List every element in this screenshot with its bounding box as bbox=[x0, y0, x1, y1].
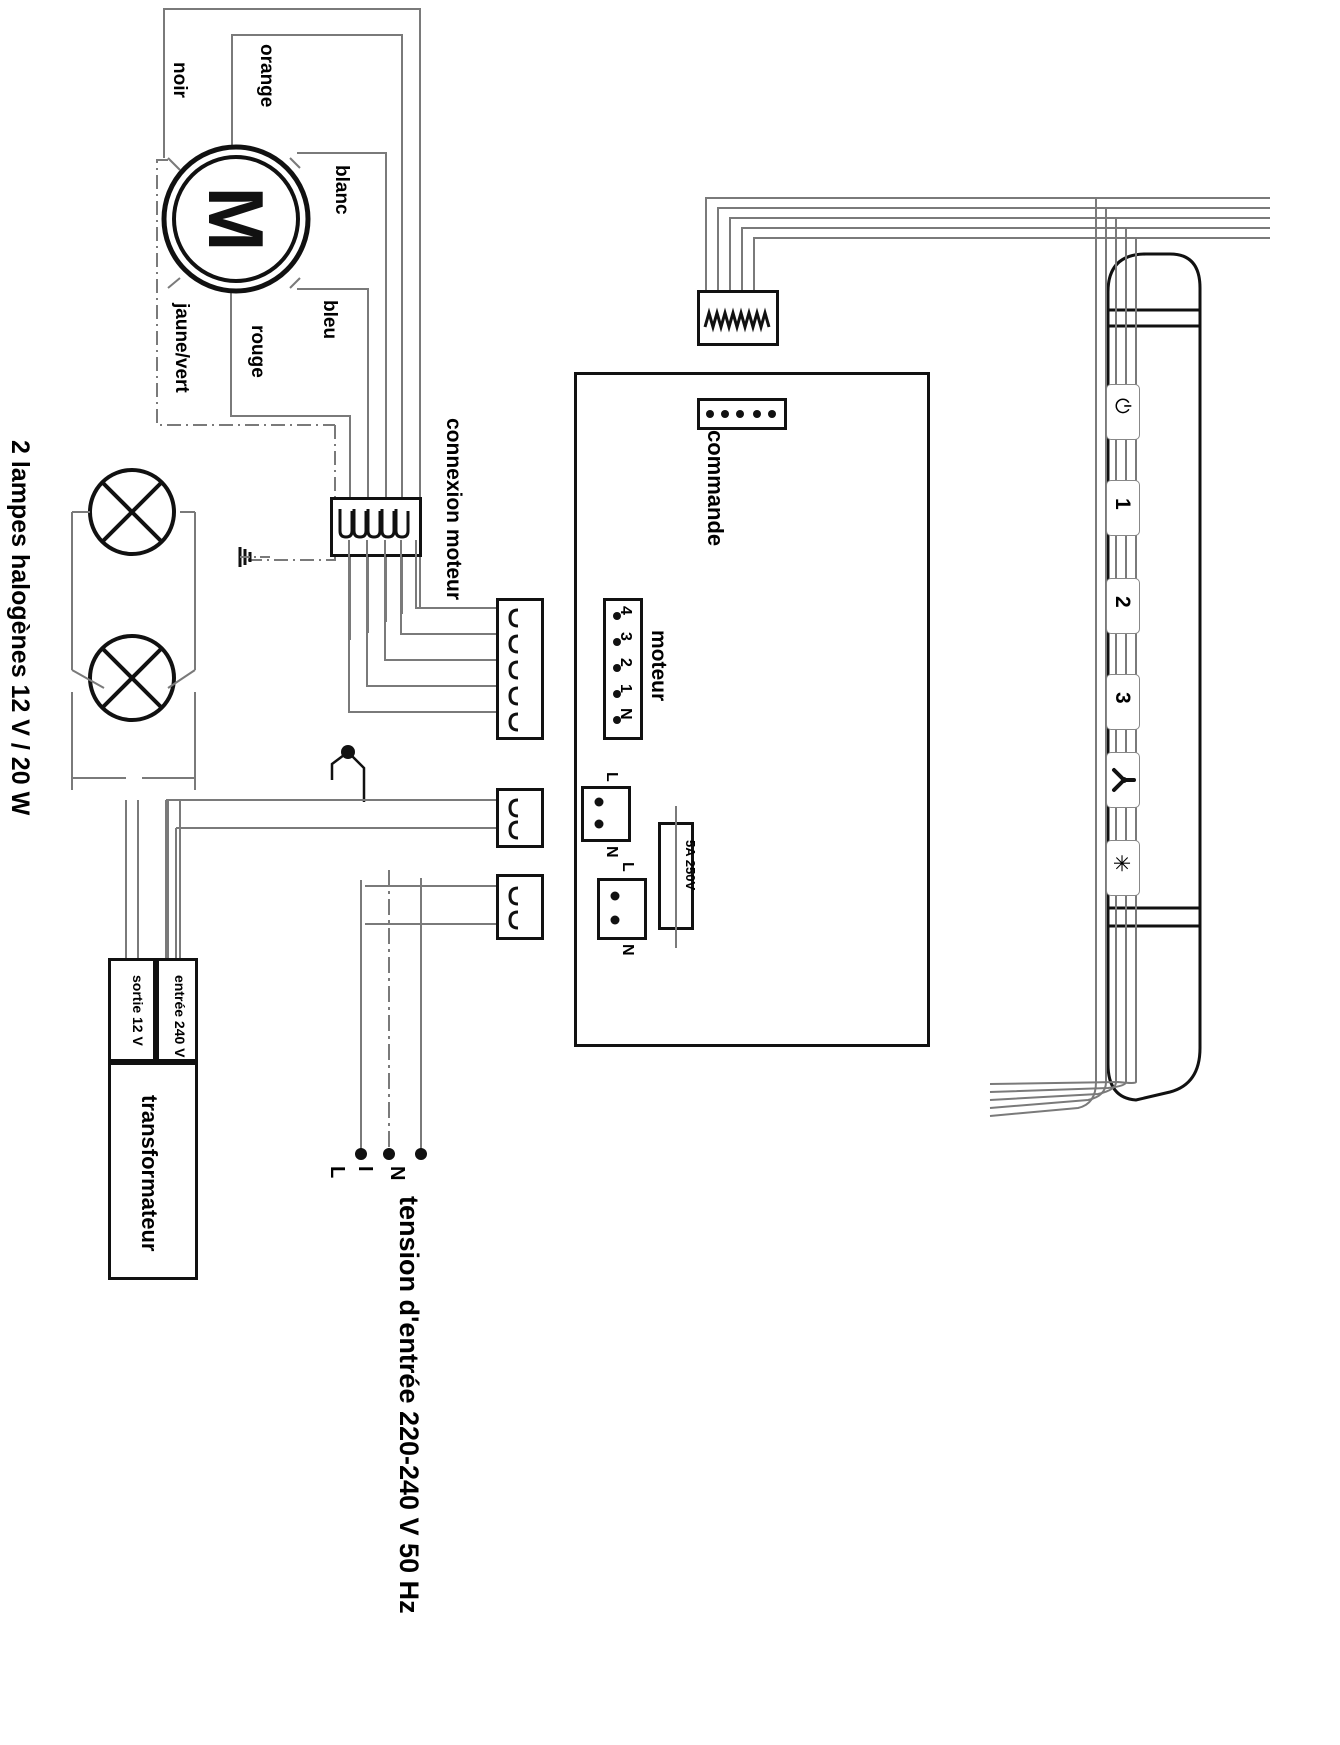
mains-terminal-block-1 bbox=[581, 786, 631, 842]
transformer-output-cell bbox=[108, 958, 156, 1062]
digit-three-icon[interactable]: 3 bbox=[1111, 692, 1134, 704]
mains-terminal-label-L: L bbox=[326, 1166, 348, 1179]
remote-button-speed3[interactable] bbox=[1106, 674, 1140, 730]
wire-blanc-right-edge bbox=[385, 152, 387, 622]
label-commande: commande bbox=[703, 430, 728, 547]
wire-rouge-up bbox=[230, 290, 232, 417]
motor-connector-pins bbox=[338, 509, 410, 539]
label-orange: orange bbox=[256, 44, 277, 108]
label-lamps: 2 lampes halogènes 12 V / 20 W bbox=[6, 440, 34, 816]
label-rouge: rouge bbox=[247, 325, 268, 378]
terminal-strip-mains bbox=[496, 874, 544, 940]
transformer-output-label: sortie 12 V bbox=[130, 975, 146, 1046]
external-plug-pins bbox=[703, 307, 771, 333]
mains-terminal-2-label-N: N bbox=[619, 944, 636, 956]
halogen-lamp-1 bbox=[88, 468, 176, 556]
moteur-terminal-block bbox=[603, 598, 643, 740]
moteur-terminal-label-4: 4 bbox=[617, 606, 634, 615]
mains-terminal-1-label-L: L bbox=[603, 772, 620, 782]
fan-blade-icon[interactable] bbox=[1112, 766, 1136, 794]
terminal-strip-mains-pins bbox=[508, 886, 519, 930]
remote-button-power[interactable] bbox=[1106, 384, 1140, 440]
digit-one-icon[interactable]: 1 bbox=[1111, 498, 1134, 510]
fuse-rating-label: 5A 250V bbox=[683, 840, 698, 891]
wire-orange-right-edge bbox=[401, 34, 403, 614]
moteur-terminal-label-1: 1 bbox=[617, 684, 634, 693]
wire-noir-run bbox=[163, 8, 421, 10]
commande-connector-pins bbox=[706, 410, 776, 418]
wire-noir-down bbox=[163, 8, 165, 158]
label-noir: noir bbox=[169, 62, 190, 98]
mains-terminal-label-E: I bbox=[354, 1166, 376, 1172]
mains-terminal-dots-2 bbox=[610, 891, 620, 925]
junction-node bbox=[330, 745, 366, 802]
transformer-input-label: entrée 240 V bbox=[172, 975, 188, 1058]
wire-orange-run bbox=[231, 34, 403, 36]
light-star-icon[interactable]: ✳ bbox=[1109, 854, 1134, 873]
moteur-terminal-label-3: 3 bbox=[617, 632, 634, 641]
mains-terminal-block-2 bbox=[597, 878, 647, 940]
terminal-strip-lamp-pins bbox=[508, 798, 519, 840]
cable-bundle-plug-to-remote bbox=[705, 197, 1270, 290]
lamp-wiring bbox=[71, 511, 196, 790]
halogen-lamp-2 bbox=[88, 634, 176, 722]
label-mains-voltage: tension d'entrée 220-240 V 50 Hz bbox=[394, 1196, 424, 1614]
moteur-terminal-label-2: 2 bbox=[617, 658, 634, 667]
transformer-body bbox=[108, 1062, 198, 1280]
moteur-terminal-dots bbox=[613, 612, 621, 724]
label-moteur: moteur bbox=[647, 630, 670, 702]
wire-earth-path bbox=[156, 159, 336, 561]
terminal-strip-motor bbox=[496, 598, 544, 740]
remote-button-speed2[interactable] bbox=[1106, 578, 1140, 634]
terminal-strip-lamp bbox=[496, 788, 544, 848]
wire-rouge-run bbox=[230, 415, 350, 417]
label-jaune-vert: jaune/vert bbox=[171, 303, 192, 393]
svg-text:M: M bbox=[192, 187, 280, 252]
label-bleu: bleu bbox=[319, 300, 340, 340]
remote-button-speed1[interactable] bbox=[1106, 480, 1140, 536]
remote-cable-tail bbox=[989, 197, 1148, 1117]
wire-noir-right-edge bbox=[419, 8, 421, 608]
wires-connector-to-terminal bbox=[348, 540, 496, 713]
moteur-terminal-label-N: N bbox=[617, 708, 634, 720]
wire-bleu-run bbox=[297, 288, 369, 290]
mains-terminal-2-label-L: L bbox=[619, 862, 636, 872]
transformer-leads bbox=[125, 800, 181, 958]
mains-terminal-label-N: N bbox=[386, 1166, 408, 1181]
earth-ground-symbol bbox=[238, 547, 270, 567]
motor-leads bbox=[167, 157, 301, 289]
digit-two-icon[interactable]: 2 bbox=[1111, 596, 1134, 608]
wires-lower-terminals bbox=[165, 799, 496, 960]
remote-button-light[interactable] bbox=[1106, 840, 1140, 896]
mains-terminal-dots-1 bbox=[594, 797, 604, 829]
terminal-strip-motor-pins bbox=[508, 608, 519, 732]
fuse-wire bbox=[675, 806, 677, 948]
mains-terminal-1-label-N: N bbox=[603, 846, 620, 858]
wire-orange-down bbox=[231, 34, 233, 159]
power-icon[interactable]: ⏻ bbox=[1111, 398, 1133, 414]
transformer-label: transformateur bbox=[137, 1095, 162, 1252]
mains-input-wires bbox=[355, 870, 427, 1160]
motor-symbol: M bbox=[161, 144, 311, 294]
transformer-input-cell bbox=[156, 958, 198, 1062]
label-blanc: blanc bbox=[331, 165, 352, 215]
wire-bleu-right-edge bbox=[367, 288, 369, 633]
wire-blanc-run bbox=[297, 152, 387, 154]
